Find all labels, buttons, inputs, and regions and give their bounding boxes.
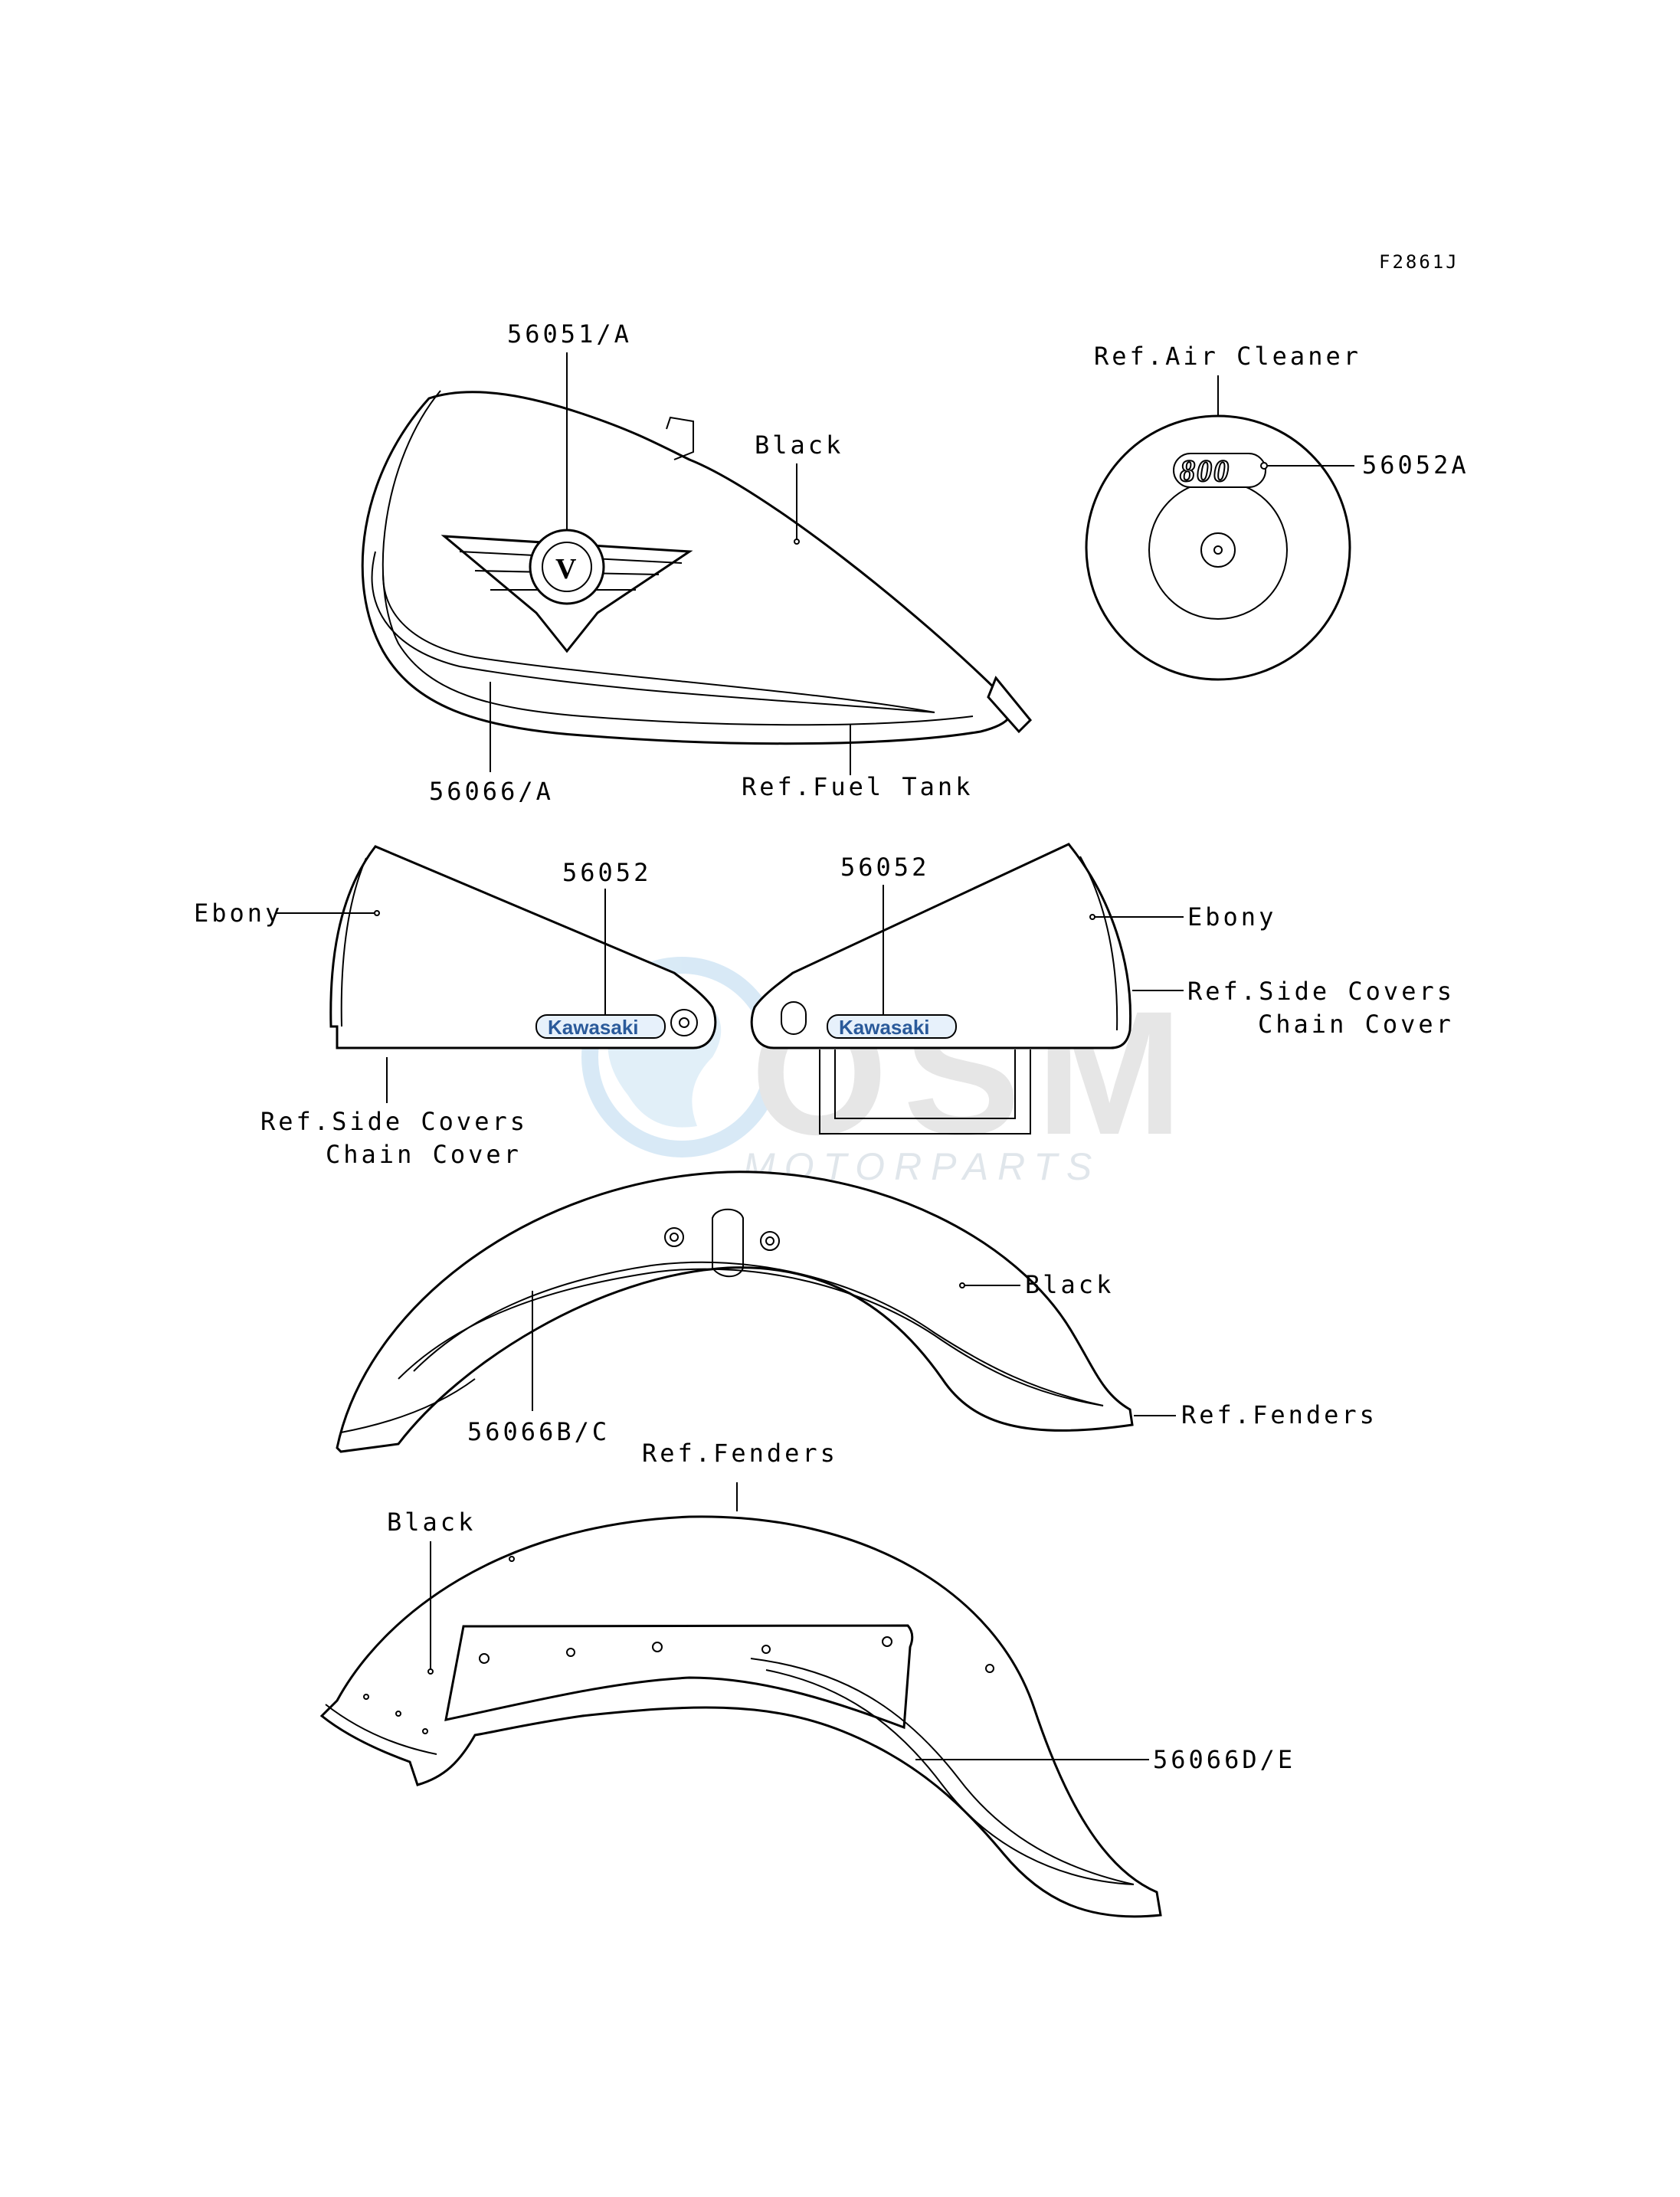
right-cover-brand: Kawasaki <box>839 1016 930 1039</box>
label-ref-air-cleaner: Ref.Air Cleaner <box>1094 342 1361 371</box>
left-cover-brand: Kawasaki <box>548 1016 639 1039</box>
label-left-56052: 56052 <box>562 858 651 887</box>
watermark-globe-icon <box>581 957 782 1157</box>
label-ref-side-covers-left-2: Chain Cover <box>326 1140 522 1169</box>
figure-code: F2861J <box>1379 251 1459 273</box>
v-wing-emblem-icon: V <box>440 529 693 653</box>
label-right-56052: 56052 <box>840 853 929 882</box>
label-ref-side-covers-right-2: Chain Cover <box>1258 1010 1454 1039</box>
label-56066d-e: 56066D/E <box>1153 1745 1295 1774</box>
fuel-tank: V <box>361 390 1033 745</box>
svg-text:V: V <box>555 553 577 585</box>
air-cleaner-cover: 800 <box>1085 414 1351 681</box>
label-ref-fenders-rear: Ref.Fenders <box>642 1439 838 1468</box>
label-ref-fenders-front: Ref.Fenders <box>1181 1400 1377 1429</box>
label-left-ebony: Ebony <box>194 899 283 928</box>
right-side-cover: Kawasaki <box>750 843 1132 1135</box>
label-56051-a: 56051/A <box>507 319 632 349</box>
label-rear-fender-black: Black <box>387 1508 476 1537</box>
label-ref-side-covers-left-1: Ref.Side Covers <box>260 1107 528 1136</box>
label-right-ebony: Ebony <box>1187 902 1276 932</box>
label-ref-fuel-tank: Ref.Fuel Tank <box>742 772 973 801</box>
rear-fender <box>319 1515 1162 1918</box>
front-fender <box>336 1171 1134 1453</box>
air-cleaner-badge: 800 <box>1180 453 1230 488</box>
label-ref-side-covers-right-1: Ref.Side Covers <box>1187 977 1455 1006</box>
label-56066b-c: 56066B/C <box>467 1417 610 1446</box>
label-tank-black: Black <box>755 431 843 460</box>
badge-800-icon: 800 <box>1173 453 1266 489</box>
label-56066-a: 56066/A <box>429 777 554 806</box>
left-side-cover: Kawasaki <box>329 845 717 1049</box>
label-front-fender-black: Black <box>1025 1270 1114 1299</box>
label-56052a: 56052A <box>1362 450 1469 480</box>
